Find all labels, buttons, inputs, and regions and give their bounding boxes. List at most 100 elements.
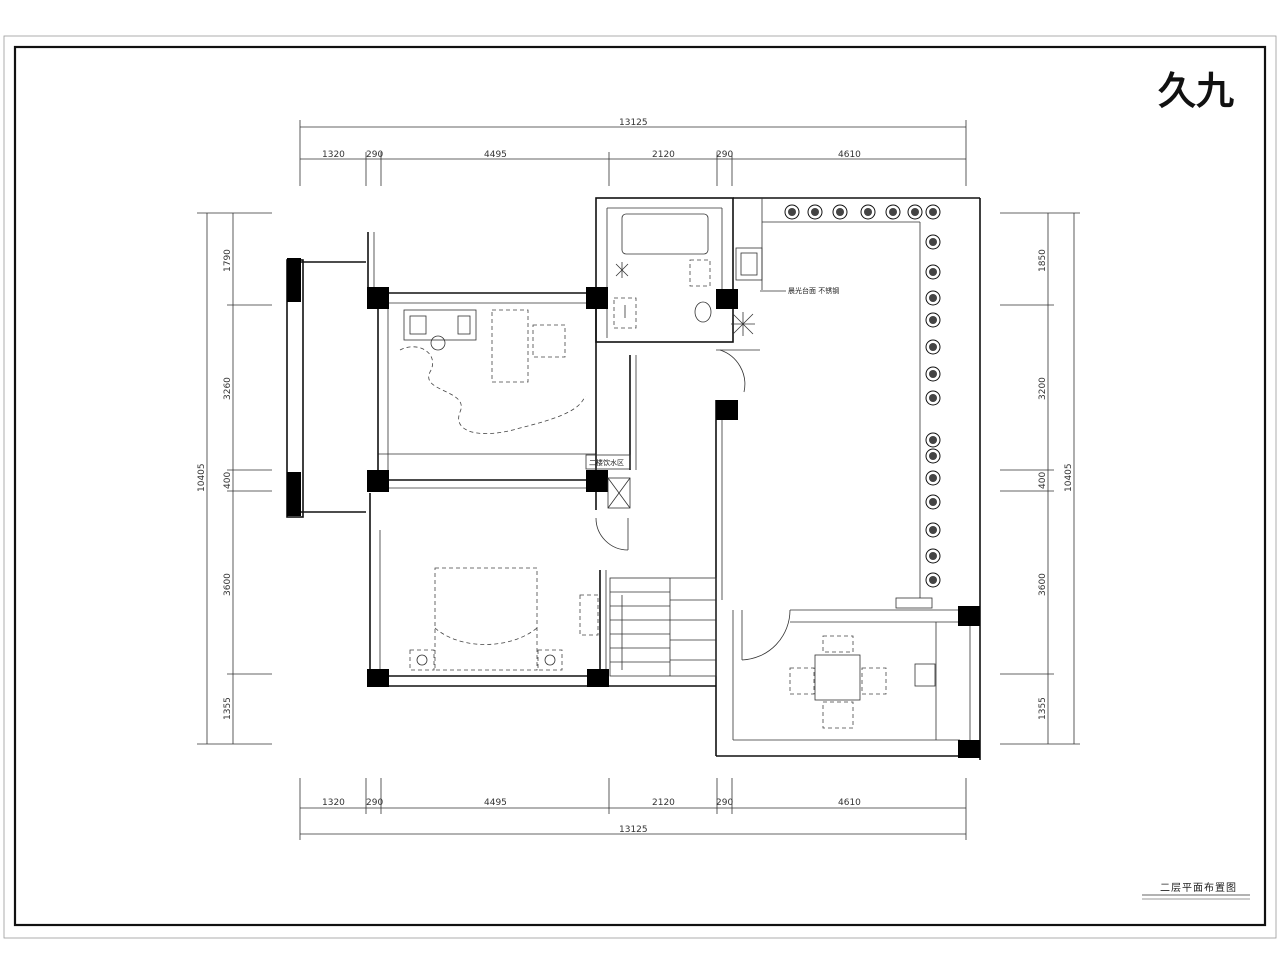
left-dimensions: 10405 1790 3260 400 3600 1355 bbox=[197, 212, 272, 745]
desk-area bbox=[491, 309, 529, 383]
bottom-dim-3: 4495 bbox=[484, 798, 507, 808]
spark-icon bbox=[615, 262, 629, 278]
wardrobe bbox=[579, 594, 599, 636]
lamp-icon bbox=[416, 654, 428, 666]
right-dim-2: 3200 bbox=[1038, 377, 1048, 400]
plant-icon bbox=[925, 204, 941, 220]
top-dim-5: 290 bbox=[716, 150, 733, 160]
bottom-dim-1: 1320 bbox=[322, 798, 345, 808]
plants bbox=[784, 204, 941, 588]
plant-icon bbox=[925, 366, 941, 382]
spark-icon bbox=[731, 312, 755, 336]
plant-icon bbox=[925, 522, 941, 538]
plant-icon bbox=[925, 390, 941, 406]
bottom-dimensions: 1320 290 4495 2120 290 4610 13125 bbox=[299, 778, 967, 840]
rug-outline bbox=[399, 346, 586, 435]
column-icon bbox=[367, 669, 389, 687]
top-dim-2: 290 bbox=[366, 150, 383, 160]
plant-icon bbox=[925, 312, 941, 328]
door-swing-icon bbox=[719, 349, 746, 393]
top-dim-3: 4495 bbox=[484, 150, 507, 160]
dining-table-icon bbox=[789, 597, 936, 729]
column-icon bbox=[367, 470, 389, 492]
left-dim-5: 1355 bbox=[223, 697, 233, 720]
top-dim-6: 4610 bbox=[838, 150, 861, 160]
left-total-dim: 10405 bbox=[197, 463, 207, 492]
door-swing-icon bbox=[595, 517, 629, 551]
plant-icon bbox=[925, 572, 941, 588]
bottom-dim-2: 290 bbox=[366, 798, 383, 808]
sheet-border bbox=[3, 35, 1277, 939]
plant-icon bbox=[925, 234, 941, 250]
column-icon bbox=[586, 470, 608, 492]
plant-icon bbox=[907, 204, 923, 220]
bottom-total-dim: 13125 bbox=[619, 825, 648, 835]
bed-icon bbox=[434, 567, 538, 671]
top-dimensions: 13125 1320 290 4495 2120 290 4610 bbox=[299, 118, 967, 186]
nightstand bbox=[409, 649, 435, 671]
right-dim-4: 3600 bbox=[1038, 573, 1048, 596]
plant-icon bbox=[925, 432, 941, 448]
chair-icon bbox=[532, 324, 566, 358]
plant-icon bbox=[925, 548, 941, 564]
stair-icon bbox=[609, 577, 717, 677]
door-swing-icon bbox=[741, 609, 791, 661]
column-icon bbox=[586, 287, 608, 309]
top-dim-1: 1320 bbox=[322, 150, 345, 160]
left-dim-2: 3260 bbox=[223, 377, 233, 400]
columns bbox=[287, 258, 980, 758]
right-dimensions: 10405 1850 3200 400 3600 1355 bbox=[1000, 212, 1080, 745]
sofa-icon bbox=[403, 309, 477, 341]
toilet-icon bbox=[694, 301, 712, 323]
nightstand bbox=[537, 649, 563, 671]
logo-text: 久九 bbox=[1158, 68, 1234, 113]
bottom-dim-6: 4610 bbox=[838, 798, 861, 808]
column-icon bbox=[287, 258, 301, 302]
drawing-title: 二层平面布置图 bbox=[1160, 882, 1237, 894]
left-dim-1: 1790 bbox=[223, 249, 233, 272]
bathroom-fixtures: 晨光台面 不锈钢 bbox=[613, 213, 839, 336]
column-icon bbox=[716, 400, 738, 420]
left-dim-4: 3600 bbox=[223, 573, 233, 596]
top-dim-4: 2120 bbox=[652, 150, 675, 160]
column-icon bbox=[958, 740, 980, 758]
bottom-dim-5: 290 bbox=[716, 798, 733, 808]
right-dim-5: 1355 bbox=[1038, 697, 1048, 720]
plant-icon bbox=[807, 204, 823, 220]
lower-bedroom bbox=[409, 567, 599, 671]
column-icon bbox=[716, 289, 738, 309]
water-zone-label: 二楼饮水区 bbox=[589, 458, 624, 467]
chair-icon bbox=[914, 663, 936, 687]
column-icon bbox=[587, 669, 609, 687]
drawing-frame bbox=[13, 45, 1267, 927]
right-total-dim: 10405 bbox=[1064, 463, 1074, 492]
right-dim-3: 400 bbox=[1038, 472, 1048, 489]
balcony-note: 晨光台面 不锈钢 bbox=[788, 286, 839, 295]
plant-icon bbox=[832, 204, 848, 220]
plant-icon bbox=[925, 264, 941, 280]
column-icon bbox=[287, 472, 301, 516]
plant-icon bbox=[925, 448, 941, 464]
laundry-sink bbox=[735, 247, 763, 281]
plant-icon bbox=[925, 290, 941, 306]
lamp-icon bbox=[544, 654, 556, 666]
plant-icon bbox=[925, 470, 941, 486]
right-dim-1: 1850 bbox=[1038, 249, 1048, 272]
left-dim-3: 400 bbox=[223, 472, 233, 489]
plant-icon bbox=[925, 339, 941, 355]
side-table bbox=[430, 335, 446, 351]
top-total-dim: 13125 bbox=[619, 118, 648, 128]
bathtub-icon bbox=[621, 213, 709, 255]
bathroom-wall bbox=[595, 197, 734, 343]
plant-icon bbox=[784, 204, 800, 220]
shaft-box bbox=[607, 477, 631, 509]
doors bbox=[595, 349, 791, 661]
plant-icon bbox=[925, 494, 941, 510]
plant-icon bbox=[860, 204, 876, 220]
plant-icon bbox=[885, 204, 901, 220]
shower-area bbox=[613, 297, 637, 329]
upper-bedroom: 二楼饮水区 bbox=[399, 309, 631, 509]
column-icon bbox=[958, 606, 980, 626]
bottom-dim-4: 2120 bbox=[652, 798, 675, 808]
